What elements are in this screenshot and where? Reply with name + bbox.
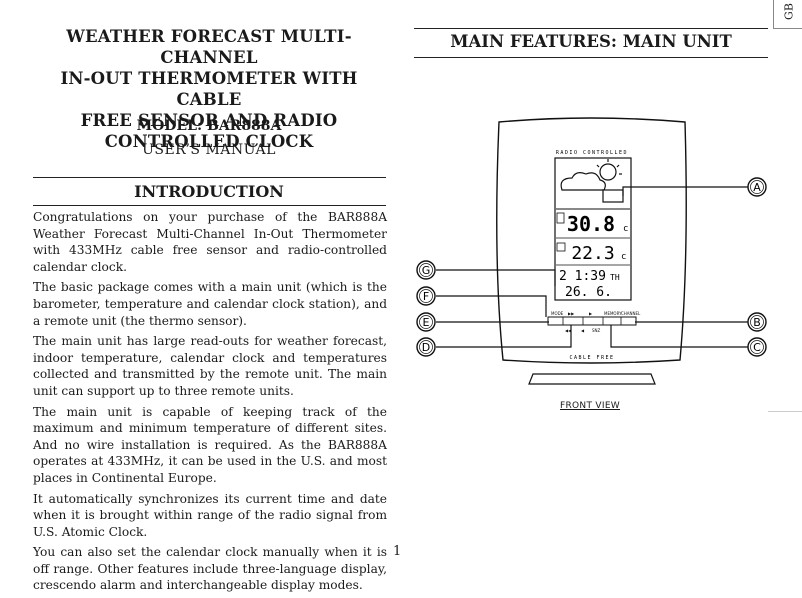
margin-mark: [768, 411, 802, 412]
callout-marker-d: D: [416, 337, 436, 357]
callout-line-d: [436, 325, 572, 348]
calendar-date: 26. 6.: [565, 285, 612, 300]
svg-text:SNZ: SNZ: [592, 328, 601, 333]
clock-time: 2 1:39: [559, 269, 606, 284]
forecast-box: [602, 189, 624, 203]
paragraph: The main unit is capable of keeping trac…: [33, 404, 387, 485]
divider-top: [33, 177, 386, 178]
paragraph: The basic package comes with a main unit…: [33, 280, 387, 328]
svg-text:G: G: [422, 264, 431, 277]
title-line: WEATHER FORECAST MULTI-CHANNEL: [66, 27, 352, 67]
title-line: CONTROLLED CLOCK: [104, 132, 314, 151]
svg-text:B: B: [753, 316, 761, 329]
device-top-label: RADIO CONTROLLED: [556, 150, 628, 156]
indoor-temperature: 22.3: [571, 243, 614, 264]
title-line: FREE SENSOR AND RADIO: [80, 111, 338, 130]
paragraph: The main unit has large read-outs for we…: [33, 334, 387, 398]
main-unit-diagram: RADIO CONTROLLED 30.8 c 22.3 c 2 1:39 TH…: [416, 117, 767, 385]
device-bottom-label: CABLE FREE: [569, 355, 614, 361]
svg-text:F: F: [423, 290, 429, 303]
svg-text:MODE: MODE: [551, 311, 564, 316]
svg-text:MEMORY: MEMORY: [604, 311, 622, 316]
introduction-body: Congratulations on your purchase of the …: [33, 209, 387, 598]
svg-text:▶▶: ▶▶: [568, 311, 575, 316]
svg-text:D: D: [422, 341, 430, 354]
language-tab: GB: [773, 0, 802, 29]
callout-marker-e: E: [416, 312, 436, 332]
callout-marker-f: F: [416, 286, 436, 306]
callout-line-a: [622, 186, 748, 196]
outdoor-unit: c: [623, 224, 628, 234]
unit-stand: [528, 373, 656, 385]
svg-text:E: E: [423, 316, 430, 329]
weather-forecast-icon: [560, 159, 622, 191]
outdoor-sensor-icon: [556, 212, 565, 224]
diagram-caption: FRONT VIEW: [560, 401, 621, 411]
indoor-unit: c: [621, 252, 626, 262]
svg-text:▶: ▶: [589, 311, 593, 316]
document-title: WEATHER FORECAST MULTI-CHANNEL IN-OUT TH…: [30, 26, 388, 152]
title-line: IN-OUT THERMOMETER WITH CABLE: [60, 69, 358, 109]
callout-marker-c: C: [747, 337, 767, 357]
manual-label: USER’S MANUAL: [142, 142, 276, 158]
paragraph: You can also set the calendar clock manu…: [33, 545, 387, 593]
callout-line-c: [610, 325, 748, 348]
paragraph: It automatically synchronizes its curren…: [33, 491, 387, 539]
indoor-house-icon: [556, 242, 566, 252]
divider-bottom: [33, 205, 386, 206]
paragraph: Congratulations on your purchase of the …: [33, 210, 387, 274]
callout-line-g: [436, 269, 556, 286]
features-rule-bottom: [414, 57, 768, 58]
model-number: MODEL: BAR888A: [136, 118, 282, 134]
callout-line-f: [436, 295, 547, 317]
callout-marker-g: G: [416, 260, 436, 280]
callout-marker-b: B: [747, 312, 767, 332]
outdoor-temperature: 30.8: [567, 212, 615, 236]
page-number: 1: [393, 544, 402, 559]
svg-text:◀◀: ◀◀: [565, 328, 572, 333]
svg-text:C: C: [753, 341, 761, 354]
features-heading: MAIN FEATURES: MAIN UNIT: [450, 32, 732, 51]
button-strip: [547, 316, 637, 326]
language-tab-label: GB: [782, 3, 796, 20]
svg-text:CHANNEL: CHANNEL: [621, 311, 641, 316]
svg-text:◀: ◀: [581, 328, 585, 333]
introduction-heading: INTRODUCTION: [134, 182, 284, 201]
clock-suffix: TH: [610, 273, 620, 282]
features-rule-top: [414, 28, 768, 29]
callout-marker-a: A: [747, 177, 767, 197]
svg-text:A: A: [753, 181, 761, 194]
